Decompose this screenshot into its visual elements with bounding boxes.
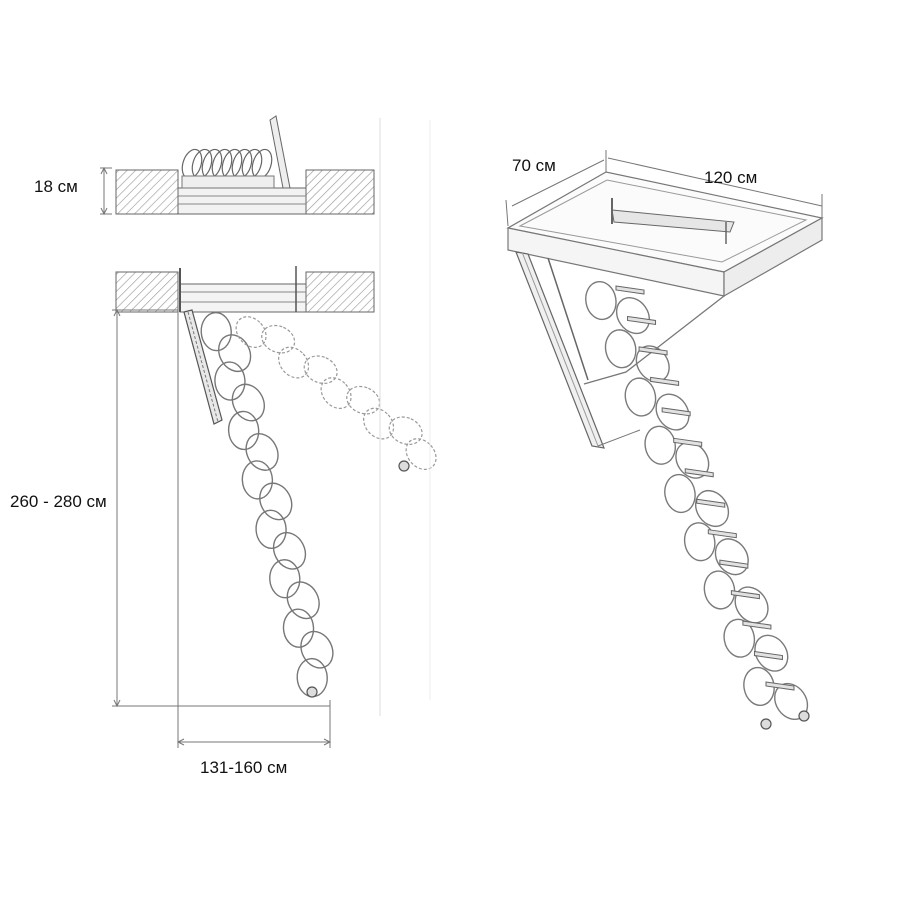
label-hatch-length: 120 см [704,168,758,187]
ladder-step [742,620,772,630]
hatch-frame [179,283,307,313]
ladder-link [218,334,252,373]
ladder-link [320,377,352,409]
folded-coil [181,148,275,189]
ladder-perspective [585,280,810,730]
coil-base [181,175,275,189]
ladder-foot [398,460,410,472]
ladder-step [719,559,749,569]
ladder-link [200,311,232,352]
ladder-link [754,634,789,672]
ladder-link [405,438,437,470]
ladder-link [585,280,617,321]
slab-left [115,271,179,313]
slab-left-top [115,169,179,215]
ladder-link [644,425,677,465]
slab-right [305,271,375,313]
ladder-step [638,346,668,356]
ladder-link [723,618,756,658]
perspective-view-section [505,150,824,730]
ladder-link [259,482,293,521]
ladder-link [675,441,710,479]
dimension-70 [505,150,607,227]
label-hatch-width: 70 см [512,156,556,175]
dimension-18 [100,166,112,216]
ladder-link [278,346,310,379]
ladder-foot [760,718,772,730]
ladder-step [650,376,680,386]
ladder-link [245,433,279,471]
label-slab-thickness: 18 см [34,177,78,196]
ladder-link [231,383,265,422]
ladder-link [664,473,696,514]
ladder-step [730,590,760,600]
folded-ladder-section [100,115,375,216]
ladder-link [624,377,657,417]
ladder-step [684,468,714,478]
ladder-link [255,509,287,550]
ladder-link [282,608,315,648]
ladder-link [655,393,690,431]
ladder-step [707,529,737,539]
ladder-link [286,581,320,620]
ladder-link [683,522,716,562]
ladder-link [734,586,769,624]
ladder-step [696,498,726,508]
ladder-link [214,361,246,401]
ladder-link [272,531,307,570]
ladder-link [363,407,395,440]
ladder-link [714,538,749,576]
ladder-link [235,316,267,348]
ladder-foot [798,710,810,722]
ladder-step [765,681,795,691]
slab-right-top [305,169,375,215]
ladder-link [227,410,260,451]
label-ceiling-height: 260 - 280 см [10,492,107,511]
mechanism-bar [611,209,735,233]
ladder-link [346,385,381,415]
dimension-height [112,308,330,708]
ladder-link [703,570,736,610]
ladder-link [604,329,637,369]
label-horizontal-reach: 131-160 см [200,758,288,777]
ladder-link [388,416,423,446]
ladder-link [241,460,274,500]
ladder-step [673,437,703,447]
ladder-link [303,355,338,385]
ladder-step [627,315,657,326]
hatch-frame-top [177,187,307,215]
ladder-step [753,650,783,661]
ladder-folding [235,316,437,472]
ladder-link [261,324,296,354]
side-view-section [112,118,437,748]
ladder-link [615,297,651,335]
dimension-120 [607,157,823,218]
ladder-extended [200,311,334,698]
dimension-width [176,312,332,748]
ladder-step [661,407,691,417]
ladder-step [615,285,645,295]
ladder-link [694,489,730,528]
ladder-link [269,559,301,599]
box-right [723,216,823,298]
ladder-foot [306,686,318,698]
folded-arm [269,115,291,189]
ladder-link [300,630,334,669]
